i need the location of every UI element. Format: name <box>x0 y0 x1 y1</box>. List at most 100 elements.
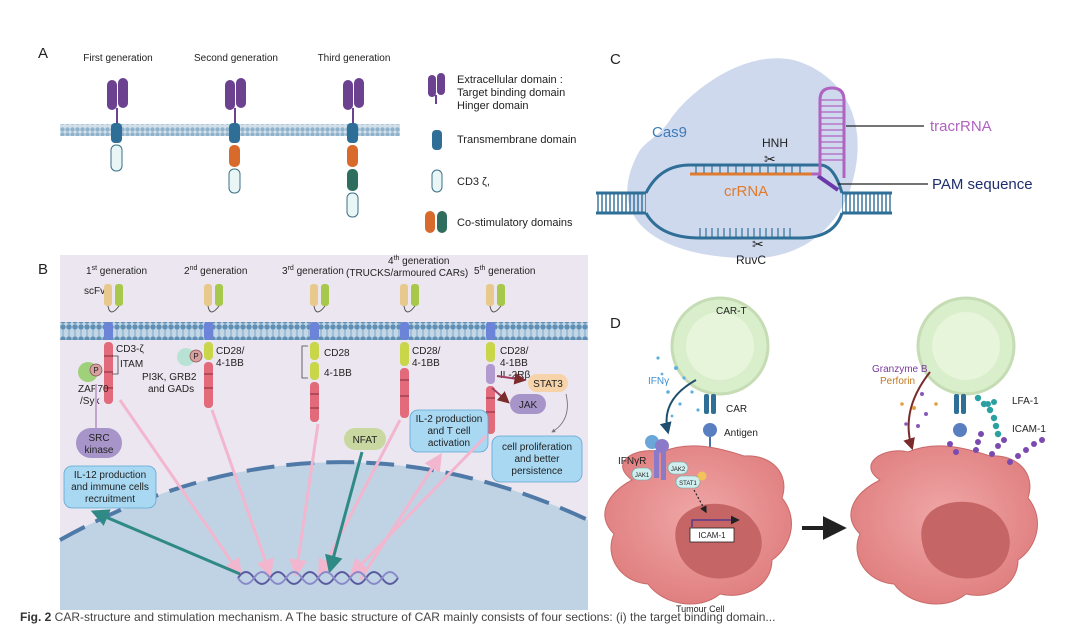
jak1-box <box>631 467 653 481</box>
dna-to-il12-arrow <box>90 509 241 576</box>
ifng-label: IFNγ <box>648 376 669 387</box>
car-receptor-right <box>954 394 966 414</box>
dna-left-rungs <box>596 193 646 213</box>
tracrrna-hairpin <box>812 86 846 178</box>
proliferation-box <box>491 435 583 483</box>
prolif-label-1: cell proliferation <box>502 442 572 453</box>
icam1-gene-box <box>689 527 735 543</box>
stat1-phospho <box>697 471 707 481</box>
nucleus <box>60 462 588 610</box>
panel-a-label: A <box>38 45 48 62</box>
ifngr-receptor <box>645 435 669 480</box>
src-label-1: SRC <box>88 433 109 444</box>
lfa1-chain <box>974 394 1002 438</box>
granzyme-label: Granzyme B <box>872 364 928 375</box>
gen-title-third: Third generation <box>318 53 391 64</box>
dna-top-strand <box>644 163 844 194</box>
il2rb-to-jak-arrow <box>491 387 510 404</box>
jak2-label: JAK2 <box>671 467 686 473</box>
src-label-2: kinase <box>85 445 114 456</box>
panel-d: D CAR-T IFNγ CAR Antigen ICAM-1 Tumour C… <box>604 296 1046 614</box>
il2-label-3: activation <box>428 438 470 449</box>
cd3z-label: CD3-ζ <box>116 344 144 355</box>
legend-extracellular-2: Target binding domain <box>457 87 565 99</box>
dna-helix <box>237 571 399 585</box>
icam1-gene-arrow <box>691 515 740 527</box>
car-second-gen <box>225 78 246 194</box>
phospho-p2-label: P <box>193 352 198 361</box>
ifng-to-receptor-arrow <box>659 379 697 435</box>
gen3-41bb-label: 4-1BB <box>324 368 352 379</box>
lfa1-label: LFA-1 <box>1012 396 1039 407</box>
b-gen2-title: 2nd generation <box>184 265 247 277</box>
panel-a: A First generation Second generation Thi… <box>38 45 576 233</box>
legend-costim-icon-green <box>437 211 447 233</box>
dna-bottom-rungs <box>699 228 791 238</box>
legend-costim: Co-stimulatory domains <box>457 217 573 229</box>
granzyme-arrow <box>903 371 931 451</box>
prolif-label-3: persistence <box>511 466 563 477</box>
b-gen4-subtitle: (TRUCKS/armoured CARs) <box>346 268 468 279</box>
il12-label-3: recruitment <box>85 494 135 505</box>
jak1-label: JAK1 <box>635 473 650 479</box>
gen3-bracket <box>301 345 308 379</box>
car-t-nucleus-left <box>686 312 754 380</box>
hnh-label: HNH <box>762 136 788 150</box>
granzyme-dots <box>900 392 938 428</box>
b-gen3-title: 3rd generation <box>282 265 344 277</box>
car-receptor-left <box>704 394 716 414</box>
stat3-label: STAT3 <box>533 379 563 390</box>
legend-transmembrane-icon <box>432 130 442 150</box>
pi3k-protein <box>177 348 195 366</box>
crrna-rungs <box>695 165 801 173</box>
pi3k-label-1: PI3K, GRB2 <box>142 372 197 383</box>
antigen-right <box>953 423 967 437</box>
gen5-cd28-label-1: CD28/ <box>500 346 529 357</box>
legend-costim-icon-orange <box>425 211 435 233</box>
il12-label-1: IL-12 production <box>74 470 146 481</box>
gen4-cd28-label-2: 4-1BB <box>412 358 440 369</box>
phospho-p1 <box>89 363 103 377</box>
nfat-to-dna-arrow <box>325 451 364 574</box>
legend-extracellular-1: Extracellular domain : <box>457 74 563 86</box>
cas9-label: Cas9 <box>652 124 687 141</box>
pam-label: PAM sequence <box>932 176 1033 193</box>
stat1-label: STAT1 <box>679 481 697 487</box>
scissors-hnh-icon: ✂ <box>764 151 776 167</box>
nfat-box <box>344 428 386 450</box>
panel-c: C Cas9 <box>596 51 1033 267</box>
panel-b: B 1st generation 2nd generation 3rd gene… <box>38 255 589 610</box>
ruvc-label: RuvC <box>736 253 766 267</box>
il12-label-2: and immune cells <box>71 482 149 493</box>
tracrrna-label: tracrRNA <box>930 118 992 135</box>
gen-title-second: Second generation <box>194 53 278 64</box>
nfat-label: NFAT <box>353 435 378 446</box>
legend-cd3: CD3 ζ, <box>457 176 490 188</box>
gen4-cd28-label-1: CD28/ <box>412 346 441 357</box>
car-t-nucleus-right <box>932 312 1000 380</box>
stat3-box <box>528 374 568 392</box>
tumour-label: Tumour Cell <box>676 604 725 614</box>
gen5-cd28-label-2: 4-1BB <box>500 358 528 369</box>
il2-label-2: and T cell <box>428 426 471 437</box>
crrna-label: crRNA <box>724 183 768 200</box>
jak-box <box>510 394 546 414</box>
icam1-label: ICAM-1 <box>1012 424 1046 435</box>
legend-transmembrane: Transmembrane domain <box>457 134 576 146</box>
caption-prefix: Fig. 2 <box>20 610 52 624</box>
stat3-to-prolif-arrow <box>551 393 568 433</box>
b-gen5-title: 5th generation <box>474 265 535 277</box>
il2rb-to-stat3-arrow <box>496 372 527 385</box>
panel-c-label: C <box>610 51 621 68</box>
legend-extracellular-3: Hinger domain <box>457 100 529 112</box>
icam1-gene-label: ICAM-1 <box>698 531 726 540</box>
stat1-box <box>675 475 701 489</box>
gen-title-first: First generation <box>83 53 152 64</box>
legend-extracellular-icon <box>428 73 445 104</box>
antigen-label: Antigen <box>724 428 758 439</box>
stat1-to-nucleus-arrow <box>693 489 707 514</box>
prolif-label-2: and better <box>514 454 560 465</box>
panel-d-label: D <box>610 315 621 332</box>
b-gen4-title: 4th generation <box>388 255 449 267</box>
